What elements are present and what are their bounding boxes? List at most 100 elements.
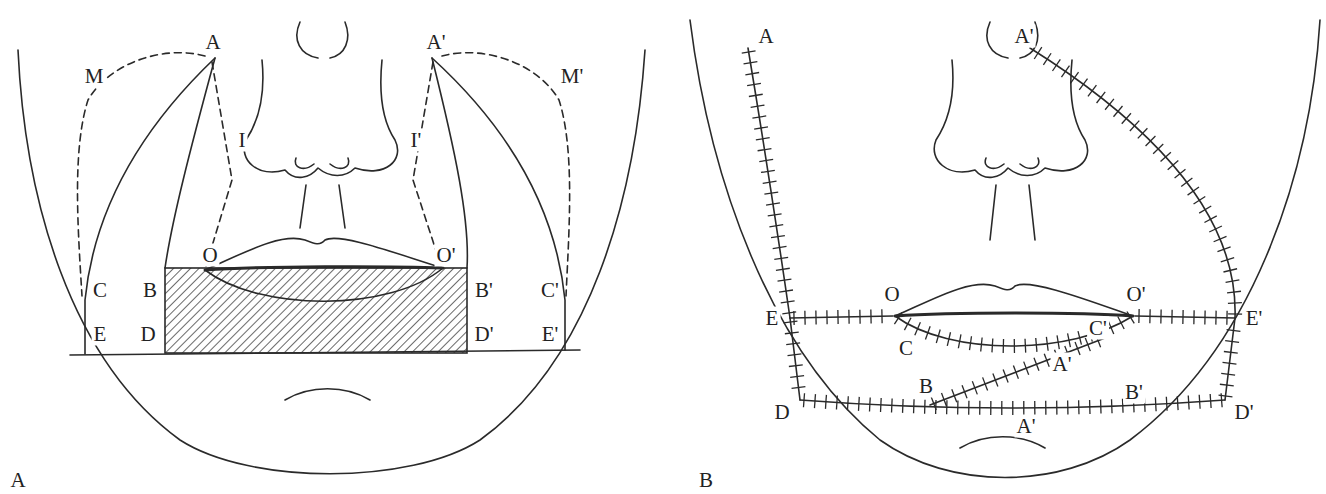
- suture-tick: [766, 203, 780, 205]
- suture-tick: [1078, 400, 1080, 414]
- point-label: O: [882, 283, 901, 306]
- suture-tick: [1003, 370, 1008, 383]
- suture-tick: [1108, 321, 1114, 334]
- suture-tick: [946, 400, 948, 414]
- point-label: C: [897, 337, 915, 360]
- suture-tick: [1100, 400, 1102, 414]
- suture-tick: [1024, 339, 1026, 353]
- suture-tick: [776, 268, 790, 270]
- suture-tick: [1001, 401, 1002, 415]
- suture-tick: [979, 401, 980, 415]
- suture-tick: [1209, 226, 1222, 232]
- suture-tick: [749, 94, 763, 96]
- point-label: C': [539, 279, 561, 302]
- point-label: B': [473, 279, 495, 302]
- suture-tick: [1097, 92, 1106, 103]
- suture-tick: [947, 332, 950, 346]
- suture-tick: [756, 138, 770, 140]
- point-label: A': [1015, 415, 1038, 438]
- suture-tick: [747, 83, 761, 85]
- suture-tick: [1221, 373, 1235, 375]
- suture-tick: [1036, 338, 1037, 352]
- suture-tick: [1089, 400, 1091, 414]
- suture-tick: [1182, 310, 1184, 324]
- panel-letter: B: [697, 469, 715, 492]
- suture-tick: [774, 257, 788, 259]
- suture-tick: [1034, 401, 1035, 415]
- point-label: I': [409, 129, 424, 152]
- suture-tick: [836, 396, 838, 410]
- suture-ticks: [742, 47, 1242, 415]
- suture-tick: [1155, 397, 1157, 411]
- suture-tick: [761, 170, 775, 172]
- suture-tick: [870, 309, 872, 323]
- suture-tick: [972, 381, 977, 394]
- point-label: A': [1013, 25, 1036, 48]
- suture-tick: [931, 397, 936, 410]
- face-outline: [18, 50, 645, 474]
- suture-tick: [1204, 310, 1206, 324]
- point-label: O': [435, 244, 458, 267]
- suture-tick: [968, 401, 970, 415]
- suture-tick: [785, 332, 799, 334]
- suture-tick: [990, 401, 991, 415]
- suture-tick: [1227, 291, 1241, 293]
- suture-tick: [1228, 313, 1242, 314]
- suture-tick: [1175, 169, 1186, 178]
- point-label: A': [1051, 353, 1074, 376]
- point-label: A: [203, 31, 222, 54]
- lip-line: [205, 267, 443, 270]
- point-label: D: [772, 401, 791, 424]
- suture-tick: [869, 397, 871, 411]
- point-label: C': [1087, 317, 1109, 340]
- suture-tick: [792, 387, 806, 389]
- suture-tick: [858, 397, 860, 411]
- incision-line: [165, 58, 215, 268]
- suture-tick: [1226, 280, 1240, 282]
- suture-tick: [815, 310, 817, 324]
- suture-tick: [1188, 395, 1190, 409]
- suture-tick: [1105, 99, 1114, 110]
- suture-tick: [1223, 269, 1237, 272]
- nostrils: [295, 158, 349, 168]
- point-label: M: [83, 65, 106, 88]
- suture-tick: [1044, 354, 1049, 367]
- suture-tick: [1227, 330, 1241, 332]
- panel-letter: A: [8, 469, 27, 492]
- nose: [934, 60, 1087, 177]
- philtrum: [300, 185, 345, 228]
- point-label: C: [91, 279, 109, 302]
- suture-tick: [925, 326, 930, 339]
- suture-tick: [1168, 161, 1179, 170]
- point-label: I: [237, 129, 248, 152]
- suture-tick: [763, 181, 777, 183]
- suture-tick: [1228, 302, 1242, 304]
- suture-tick: [993, 373, 998, 386]
- dashed-flap: [78, 53, 206, 296]
- suture-tick: [790, 376, 804, 378]
- suture-tick: [1214, 236, 1227, 241]
- suture-tick: [1146, 136, 1156, 146]
- panel-a: [18, 22, 645, 474]
- nose-bridge: [297, 22, 348, 58]
- upper-lip: [895, 284, 1133, 316]
- suture-tick: [1199, 206, 1211, 213]
- suture-tick: [902, 399, 904, 413]
- nose-group: [934, 22, 1087, 240]
- suture-tick: [1153, 144, 1163, 154]
- suture-tick: [983, 377, 988, 390]
- suture-tick: [814, 394, 816, 408]
- suture-tick: [1122, 113, 1131, 124]
- chin-crease: [960, 437, 1045, 448]
- suture-tick: [1138, 309, 1140, 323]
- suture-tick: [913, 399, 915, 413]
- suture-tick: [1111, 399, 1113, 413]
- suture-tick: [881, 309, 883, 323]
- dashed-incision: [206, 62, 232, 266]
- point-label: A': [425, 31, 448, 54]
- suture-tick: [1024, 362, 1029, 375]
- suture-line: [1030, 48, 1235, 318]
- suture-tick: [970, 336, 972, 350]
- point-label: O: [200, 244, 219, 267]
